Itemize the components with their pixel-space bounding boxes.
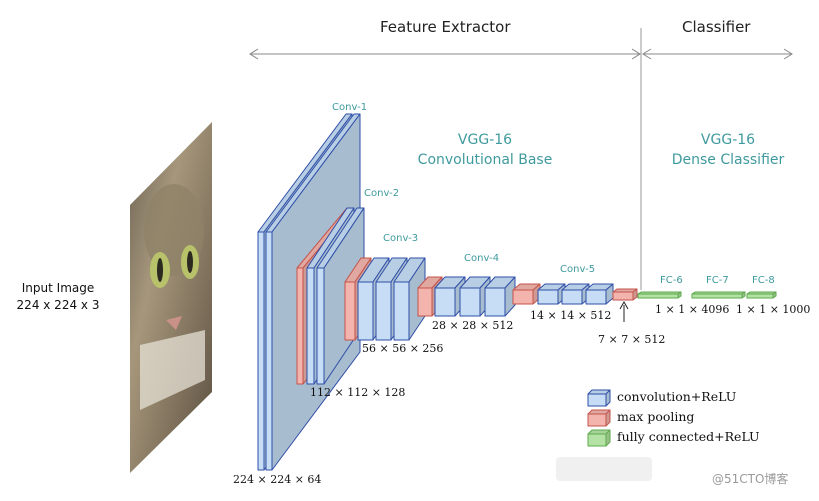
fc8-slab: [746, 291, 777, 299]
block-label-fc7: FC-7: [706, 275, 729, 286]
watermark-blur: [556, 457, 652, 481]
legend-conv-icon: [587, 389, 611, 407]
dim-56: 56 × 56 × 256: [362, 342, 444, 355]
block-label-conv3: Conv-3: [383, 233, 419, 244]
legend-conv-icon-front: [587, 393, 607, 407]
legend-fc-icon-front: [587, 433, 607, 447]
input-image-size: 224 x 224 x 3: [16, 298, 100, 312]
block-label-conv5: Conv-5: [560, 264, 596, 275]
fc8-slab-front: [746, 293, 774, 299]
dim-4096: 1 × 1 × 4096: [655, 303, 730, 316]
conv3-slab-3-front: [393, 281, 410, 341]
conv2-slab-1-front: [306, 267, 315, 385]
pool5-slab: [612, 288, 638, 301]
conv3-slab-1-front: [357, 281, 374, 341]
conv5-slab-3: [585, 283, 614, 305]
input-image-label: Input Image: [21, 281, 95, 295]
conv5-slab-3-front: [585, 289, 607, 305]
conv5-slab-2: [561, 283, 590, 305]
conv5-slab-2-front: [561, 289, 583, 305]
pool1-slab-front: [296, 267, 304, 385]
conv4-slab-3: [484, 276, 516, 317]
fc7-slab-front: [691, 293, 743, 299]
conv2-slab-2-front: [316, 267, 325, 385]
dense-classifier-title: VGG-16: [700, 132, 756, 148]
legend-fc-icon: [587, 429, 611, 447]
legend-fc-label: fully connected+ReLU: [617, 429, 760, 444]
dim-112: 112 × 112 × 128: [310, 386, 406, 399]
network-blocks: [257, 113, 777, 471]
conv4-slab-3-front: [484, 287, 506, 317]
block-label-conv2: Conv-2: [364, 188, 400, 199]
pool4-slab: [512, 283, 541, 305]
legend-icons: [587, 389, 611, 447]
feature-extractor-title: Feature Extractor: [380, 18, 511, 36]
input-cat-image: [130, 122, 212, 473]
block-label-conv1: Conv-1: [332, 102, 368, 113]
fc7-slab: [691, 291, 746, 299]
conv-base-title: VGG-16: [457, 132, 513, 148]
dim-224: 224 × 224 × 64: [233, 473, 322, 486]
legend-pool-label: max pooling: [617, 409, 695, 424]
conv-base-subtitle: Convolutional Base: [417, 152, 553, 168]
dim-28: 28 × 28 × 512: [432, 319, 514, 332]
conv4-slab-1-front: [434, 287, 456, 317]
fc6-slab-front: [637, 293, 679, 299]
dim-7: 7 × 7 × 512: [598, 333, 666, 346]
pool4-slab-front: [512, 289, 534, 305]
conv1-slab-1-front: [257, 231, 265, 471]
conv5-slab-1: [537, 283, 566, 305]
classifier-arrow: [642, 48, 793, 60]
dim-14: 14 × 14 × 512: [530, 309, 612, 322]
feature-extractor-arrow: [249, 48, 641, 60]
pool2-slab-front: [344, 281, 356, 341]
fc6-slab: [637, 291, 682, 299]
conv3-slab-3: [393, 257, 426, 341]
conv2-slab-2: [316, 207, 365, 385]
dense-classifier-subtitle: Dense Classifier: [671, 152, 785, 168]
legend-pool-icon-front: [587, 413, 607, 427]
conv1-slab-2-front: [265, 231, 273, 471]
conv3-slab-2-front: [375, 281, 392, 341]
dim-1000: 1 × 1 × 1000: [736, 303, 811, 316]
block-label-conv4: Conv-4: [464, 253, 500, 264]
watermark: @51CTO博客: [712, 472, 789, 486]
conv4-slab-2-front: [459, 287, 481, 317]
legend-conv-label: convolution+ReLU: [617, 389, 737, 404]
conv5-slab-1-front: [537, 289, 559, 305]
block-label-fc6: FC-6: [660, 275, 683, 286]
classifier-title: Classifier: [682, 18, 751, 36]
pool5-slab-front: [612, 291, 634, 301]
pool3-slab-front: [417, 287, 433, 317]
legend-pool-icon: [587, 409, 611, 427]
block-label-fc8: FC-8: [752, 275, 775, 286]
pool5-output-arrowhead: [619, 300, 629, 310]
